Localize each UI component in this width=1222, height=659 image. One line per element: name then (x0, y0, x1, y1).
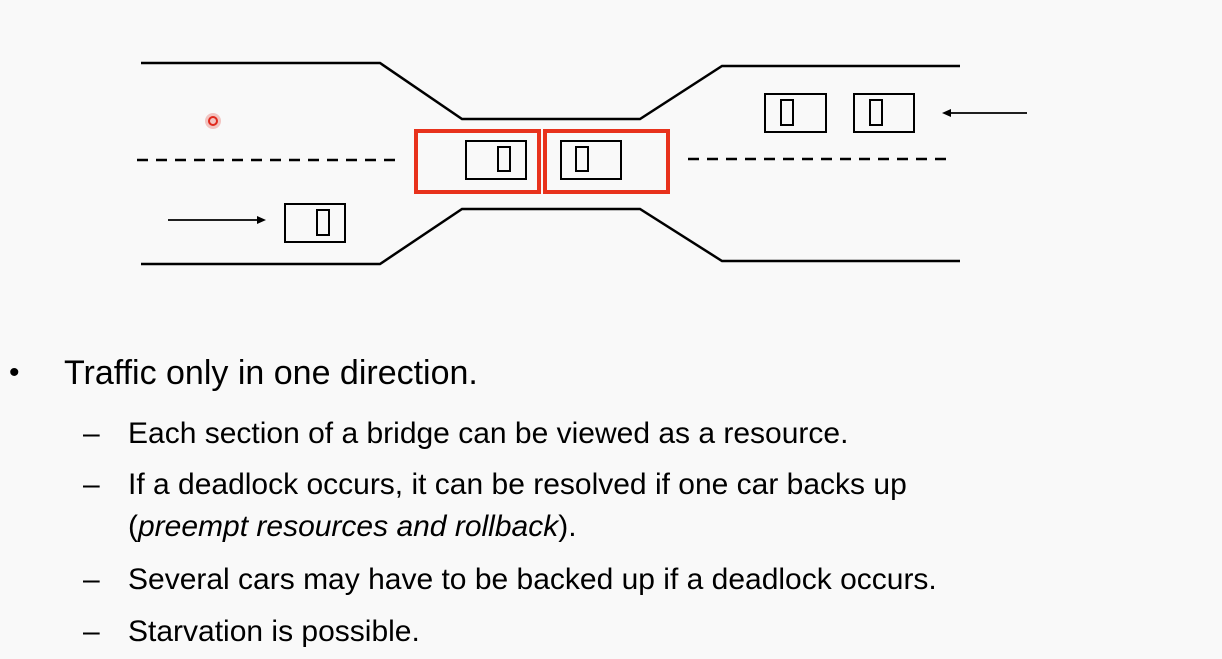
car-middle-right (560, 140, 622, 180)
car-bottom-left (284, 203, 346, 243)
road-bottom-edge (141, 207, 960, 266)
sub-bullet-1-text: Each section of a bridge can be viewed a… (128, 417, 849, 450)
bullet-marker: • (9, 356, 20, 389)
sub-bullet-2-line-1: If a deadlock occurs, it can be resolved… (128, 468, 907, 501)
car-top-right-1 (764, 93, 827, 133)
paren-open: ( (128, 510, 138, 543)
main-bullet: • Traffic only in one direction. (0, 347, 1222, 397)
dash-marker: – (83, 417, 100, 450)
dash-marker: – (83, 468, 100, 501)
sub-bullet-4-text: Starvation is possible. (128, 615, 420, 648)
car-middle-left (465, 140, 527, 180)
paren-close: ). (558, 510, 577, 543)
bridge-diagram (137, 61, 1027, 266)
sub-bullet-3-text: Several cars may have to be backed up if… (128, 563, 937, 596)
car-top-right-2 (853, 93, 915, 133)
arrow-left-icon (942, 109, 1027, 117)
road-top-left-edge (141, 61, 960, 121)
pointer-dot-icon (205, 113, 221, 129)
bridge-section-left-highlight (414, 129, 541, 194)
main-bullet-text: Traffic only in one direction. (64, 354, 478, 392)
sub-bullet-2: – If a deadlock occurs, it can be resolv… (0, 465, 1222, 549)
sub-bullet-2-line-2: (preempt resources and rollback). (128, 507, 577, 547)
arrow-right-icon (168, 216, 266, 224)
dash-marker: – (83, 563, 100, 596)
sub-bullet-2-italic: preempt resources and rollback (138, 510, 559, 543)
dash-marker: – (83, 615, 100, 648)
bridge-section-right-highlight (543, 129, 670, 194)
